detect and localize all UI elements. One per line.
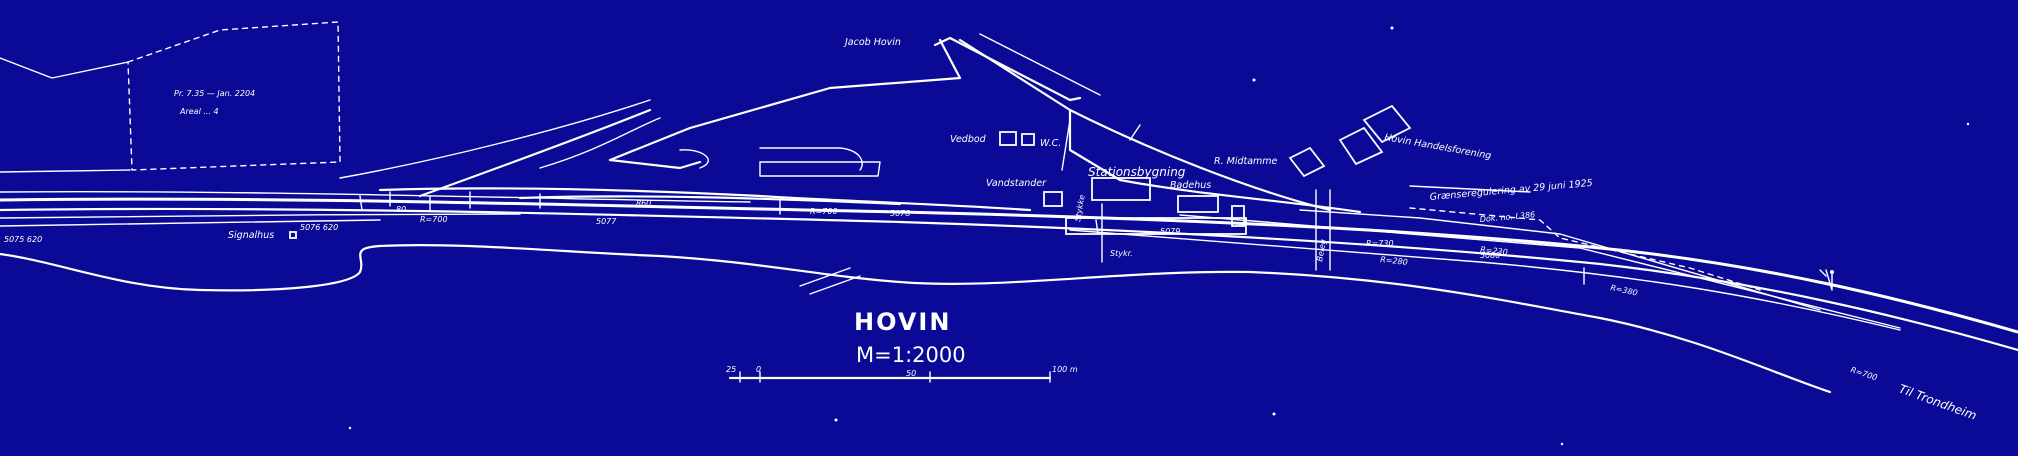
label-signalhus: Signalhus: [228, 230, 274, 241]
buildings: [289, 104, 1412, 239]
property-boundary: [0, 21, 341, 173]
label-km-5080: 5080: [1480, 251, 1500, 260]
label-beleg: Beleg: [1315, 238, 1328, 262]
label-midtamme: R. Midtamme: [1214, 156, 1278, 167]
label-height-860: 860: [636, 199, 651, 208]
label-km-5075: 5075 620: [4, 235, 42, 244]
vandstander-building: [1043, 191, 1063, 207]
map-title-block: HOVIN M=1:2000 25 0 50 100 m: [726, 308, 1078, 383]
vedbod-building: [999, 131, 1017, 146]
label-lease-note-2: Areal ... 4: [179, 107, 219, 116]
label-km-5079: 5079: [1160, 227, 1180, 236]
scale-bar-label-start: 25: [726, 365, 736, 374]
scale-bar-label-zero: 0: [756, 365, 761, 374]
shoreline: [0, 243, 1832, 394]
badehus-building: [1177, 195, 1219, 213]
label-km-5077: 5077: [596, 217, 617, 226]
label-radius-730: R=730: [1366, 239, 1394, 248]
map-title: HOVIN: [854, 308, 951, 336]
label-vandstander: Vandstander: [986, 178, 1047, 189]
wc-building: [1021, 133, 1035, 146]
signalhus-building: [289, 231, 297, 239]
label-radius-280: R=280: [1380, 255, 1408, 267]
handelsforening-building-2: [1362, 104, 1412, 144]
label-radius-230: R=230: [1480, 245, 1508, 257]
stationsbygning-building: [1091, 177, 1151, 201]
label-badehus: Badehus: [1170, 180, 1211, 191]
label-radius-700-b: R=700: [810, 207, 838, 216]
label-km-5076: 5076 620: [300, 223, 338, 232]
label-stationsbygning: Stationsbygning: [1088, 165, 1186, 179]
handelsforening-building-1: [1338, 126, 1384, 166]
label-radius-700-a: R=700: [420, 215, 448, 224]
main-tracks: [0, 99, 2018, 352]
shed-small: [1231, 205, 1245, 227]
label-vedbod: Vedbod: [950, 134, 987, 145]
scale-bar-label-end: 100 m: [1052, 365, 1078, 374]
map-scale-text: M=1:2000: [856, 343, 966, 367]
label-wc: W.C.: [1040, 138, 1061, 149]
goods-shed: [1065, 217, 1247, 235]
label-stykr: Stykr.: [1110, 249, 1133, 258]
station-area: [608, 33, 1362, 214]
track-ticks: [359, 119, 1834, 291]
label-height-80: 80: [396, 205, 406, 214]
midtamme-building: [1288, 146, 1326, 178]
noise-specks: [348, 26, 1970, 446]
label-lease-note-1: Pr. 7.35 — Jan. 2204: [174, 89, 255, 98]
label-jacob-hovin: Jacob Hovin: [843, 37, 901, 48]
scale-bar-label-mid: 50: [906, 369, 916, 378]
boundary-regulation: [1409, 185, 1761, 291]
label-km-5078: 5078: [890, 209, 910, 218]
